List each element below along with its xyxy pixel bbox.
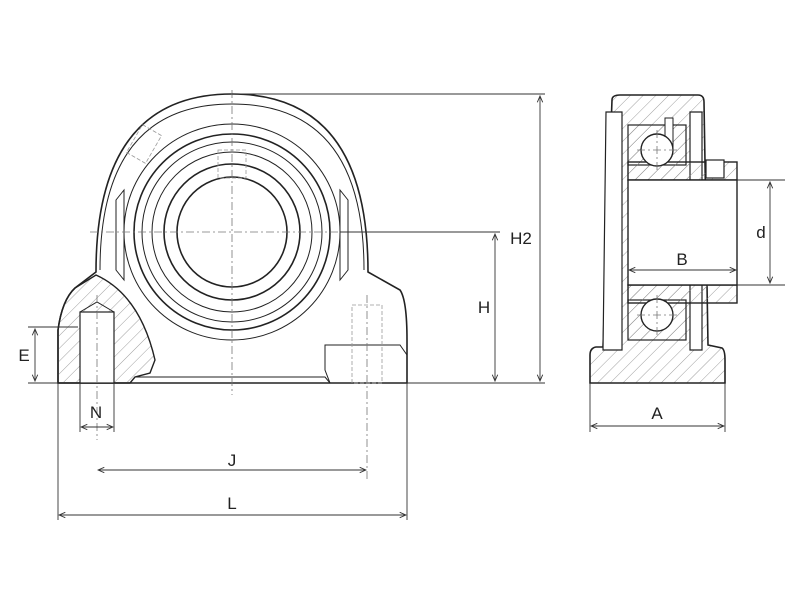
base-recess — [135, 376, 331, 384]
right-foot-pocket — [324, 344, 408, 384]
housing-inner-outline — [99, 103, 365, 271]
housing-ribs — [115, 188, 349, 282]
label-E: E — [18, 346, 29, 365]
label-d: d — [756, 223, 765, 242]
label-H2: H2 — [510, 229, 532, 248]
seal — [151, 151, 313, 313]
side-view — [589, 94, 738, 384]
label-H: H — [478, 298, 490, 317]
label-L: L — [227, 494, 236, 513]
label-A: A — [651, 404, 663, 423]
inner-ring — [163, 163, 301, 301]
front-view — [57, 90, 408, 480]
grease-nipple-hidden — [125, 124, 163, 164]
inner-ring-bottom — [627, 284, 738, 304]
set-screw — [705, 159, 725, 179]
front-dimensions: E N J L H H2 — [18, 93, 545, 520]
housing-side-face — [602, 111, 623, 351]
side-dimensions: B d A — [589, 179, 785, 432]
label-N: N — [90, 403, 102, 422]
label-B: B — [676, 250, 687, 269]
label-J: J — [228, 451, 237, 470]
shaft-bore-section — [627, 179, 738, 286]
